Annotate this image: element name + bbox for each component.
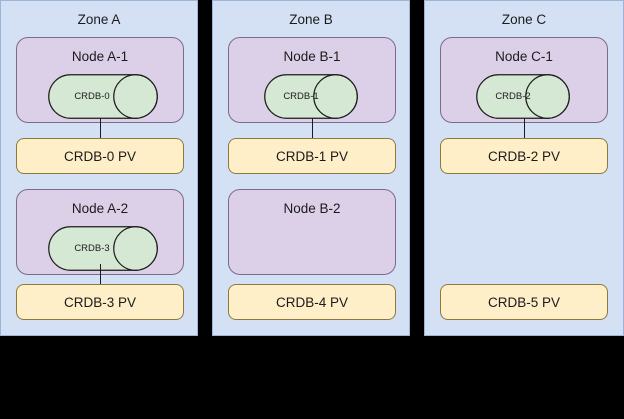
node-title-b-1: Node B-1 [283, 49, 341, 64]
zone-panel-a[interactable]: Zone A Node A-1 CRDB-0 CRDB-0 PV Node A-… [0, 0, 198, 336]
node-title-a-2: Node A-2 [71, 201, 129, 216]
node-box-c-1[interactable]: Node C-1 CRDB-2 [440, 37, 608, 123]
pod-cylinder-crdb-2[interactable]: CRDB-2 [476, 74, 570, 119]
zone-panel-b[interactable]: Zone B Node B-1 CRDB-1 CRDB-1 PV Node B-… [212, 0, 410, 336]
node-title-a-1: Node A-1 [71, 49, 129, 64]
pv-box-crdb-1[interactable]: CRDB-1 PV [228, 138, 396, 174]
pod-cylinder-crdb-3[interactable]: CRDB-3 [48, 226, 158, 271]
connector-node-b-1-to-pv [311, 118, 313, 139]
pod-label-crdb-0: CRDB-0 [74, 91, 110, 102]
zone-panel-c[interactable]: Zone C Node C-1 CRDB-2 CRDB-2 PV CRDB-5 … [424, 0, 624, 336]
node-box-a-2[interactable]: Node A-2 CRDB-3 [16, 189, 184, 275]
zone-title-c: Zone C [501, 12, 547, 27]
pv-box-crdb-0[interactable]: CRDB-0 PV [16, 138, 184, 174]
connector-node-a-2-to-pv [99, 264, 101, 285]
pod-label-crdb-2: CRDB-2 [495, 91, 531, 102]
pv-box-crdb-3[interactable]: CRDB-3 PV [16, 284, 184, 320]
node-box-b-2[interactable]: Node B-2 [228, 189, 396, 275]
pv-box-crdb-5[interactable]: CRDB-5 PV [440, 284, 608, 320]
zone-title-a: Zone A [77, 12, 121, 27]
pod-cylinder-crdb-0[interactable]: CRDB-0 [48, 74, 158, 119]
pod-label-crdb-3: CRDB-3 [74, 243, 110, 254]
node-box-b-1[interactable]: Node B-1 CRDB-1 [228, 37, 396, 123]
node-title-b-2: Node B-2 [283, 201, 341, 216]
zone-title-b: Zone B [289, 12, 333, 27]
pv-box-crdb-4[interactable]: CRDB-4 PV [228, 284, 396, 320]
connector-node-a-1-to-pv [99, 118, 101, 139]
pod-cylinder-crdb-1[interactable]: CRDB-1 [264, 74, 358, 119]
node-title-c-1: Node C-1 [495, 49, 553, 64]
node-box-a-1[interactable]: Node A-1 CRDB-0 [16, 37, 184, 123]
connector-node-c-1-to-pv [523, 118, 525, 139]
pod-label-crdb-1: CRDB-1 [283, 91, 319, 102]
pv-box-crdb-2[interactable]: CRDB-2 PV [440, 138, 608, 174]
